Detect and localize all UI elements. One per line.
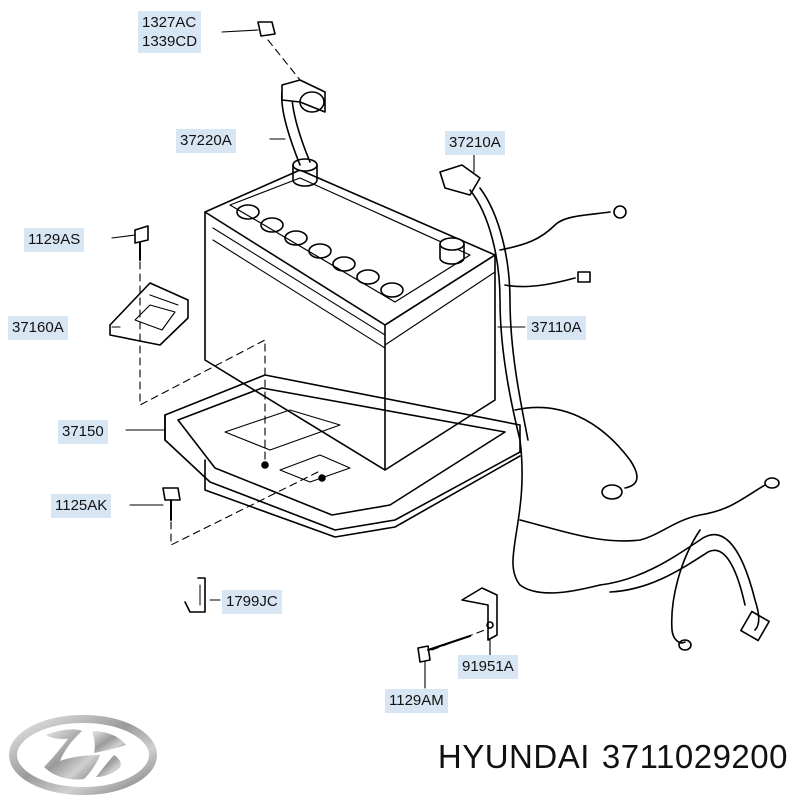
battery-tray (164, 374, 521, 538)
label-1129as: 1129AS (24, 228, 85, 252)
label-37160a: 37160A (8, 316, 68, 340)
label-1339cd: 1339CD (142, 33, 198, 50)
label-37110a: 37110A (527, 316, 586, 340)
hold-down-bracket (109, 282, 189, 346)
part-caption: HYUNDAI 3711029200 (438, 738, 788, 776)
brand-name: HYUNDAI (437, 738, 590, 775)
label-nut-part-numbers: 1327AC 1339CD (138, 11, 202, 53)
label-1129am: 1129AM (385, 689, 448, 713)
label-91951a: 91951A (458, 655, 518, 679)
label-1125ak: 1125AK (51, 494, 112, 518)
negative-cable (280, 79, 326, 166)
bracket-91951a (461, 587, 498, 641)
label-37150: 37150 (58, 420, 108, 444)
hyundai-logo-icon (9, 715, 157, 795)
label-1327ac: 1327AC (142, 14, 197, 31)
battery (204, 158, 496, 471)
bolt-1125ak (162, 487, 181, 521)
label-37220a: 37220A (176, 129, 236, 153)
label-1799jc: 1799JC (222, 590, 282, 614)
part-number: 3711029200 (601, 738, 788, 775)
leader-lines (111, 29, 526, 689)
assembly-lines (139, 39, 491, 651)
positive-cable-harness (439, 164, 780, 651)
bolt-1129as (134, 225, 149, 261)
label-37210a: 37210A (445, 131, 505, 155)
nut-1327ac (257, 21, 276, 37)
clip-1799jc (184, 577, 206, 613)
